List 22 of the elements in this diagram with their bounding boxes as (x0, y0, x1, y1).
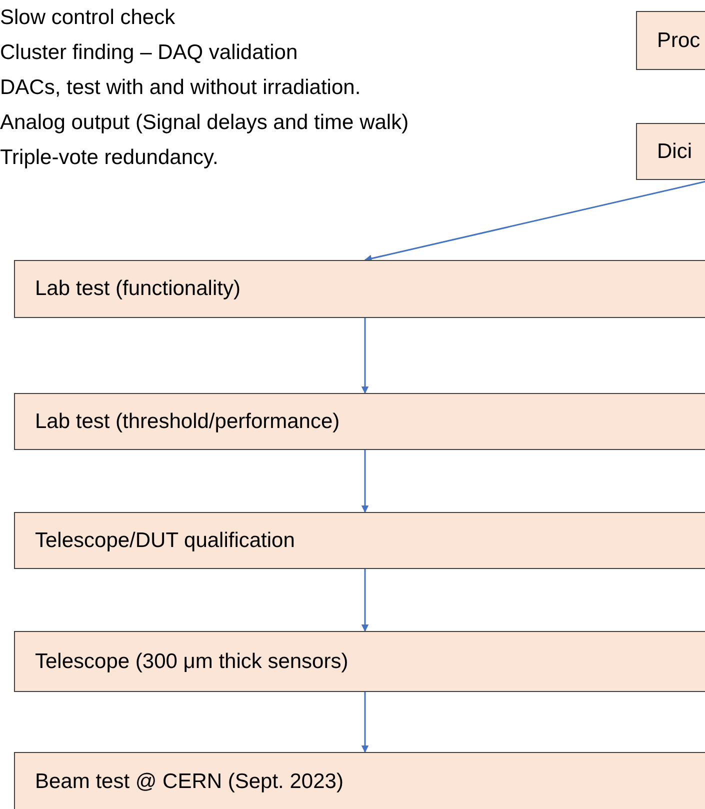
process-box (14, 631, 705, 692)
box-label: Lab test (functionality) (35, 276, 240, 302)
box-label: Lab test (threshold/performance) (35, 408, 340, 435)
box-label: Beam test @ CERN (Sept. 2023) (35, 769, 344, 796)
arrow (361, 569, 369, 632)
process-box (14, 752, 705, 809)
arrow (361, 450, 369, 513)
box-label: Dici (657, 138, 692, 165)
process-box (14, 512, 705, 569)
bullet-text: Analog output (Signal delays and time walk) (0, 110, 410, 136)
box-label: Telescope/DUT qualification (35, 528, 295, 554)
bullet-text: Triple-vote redundancy. (0, 145, 220, 171)
box-label: Telescope (300 μm thick sensors) (35, 648, 348, 675)
process-box (14, 393, 705, 450)
process-box (14, 260, 705, 318)
bullet-text: Cluster finding – DAQ validation (0, 40, 299, 66)
arrow (361, 318, 369, 394)
bullet-text: Slow control check (0, 5, 176, 31)
bullet-text: DACs, test with and without irradiation. (0, 75, 362, 101)
box-label: Proc (657, 28, 700, 54)
arrow (364, 179, 705, 262)
arrow (361, 692, 369, 753)
